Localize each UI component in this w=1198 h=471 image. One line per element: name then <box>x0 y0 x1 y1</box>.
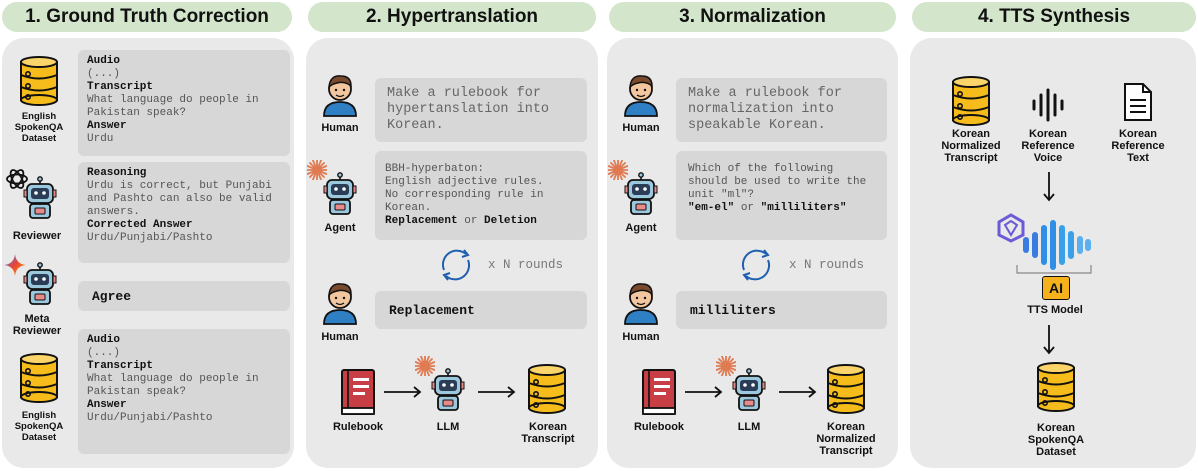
rulebook-icon <box>341 369 375 415</box>
meta-reviewer-robot-icon <box>23 262 57 305</box>
voice-waveform-icon <box>1032 88 1064 122</box>
human-prompt-box: Make a rulebook for hypertanslation into… <box>375 78 587 142</box>
human-icon <box>624 283 658 325</box>
human-icon <box>624 75 658 117</box>
gemini-logo-icon <box>4 254 26 276</box>
arrow-down-icon <box>1043 325 1055 354</box>
human-label: Human <box>321 331 359 343</box>
llm-label: LLM <box>737 421 761 433</box>
section-4-header: 4. TTS Synthesis <box>912 2 1196 32</box>
rulebook-label: Rulebook <box>633 421 685 433</box>
section-1-header: 1. Ground Truth Correction <box>2 2 292 32</box>
ai-badge-icon: AI <box>1042 276 1070 300</box>
section-3-header: 3. Normalization <box>609 2 896 32</box>
rounds-label: x N rounds <box>488 258 564 272</box>
reviewer-robot-icon <box>23 176 57 219</box>
agent-question-box: Which of the following should be used to… <box>676 151 887 240</box>
agent-label: Agent <box>324 222 356 234</box>
dataset-label: English SpokenQA Dataset <box>14 111 64 144</box>
human-label: Human <box>622 331 660 343</box>
rulebook-icon <box>642 369 676 415</box>
section-2-header: 2. Hypertranslation <box>308 2 596 32</box>
llm-label: LLM <box>436 421 460 433</box>
human-label: Human <box>321 122 359 134</box>
database-icon <box>528 364 566 414</box>
llm-robot-icon <box>732 368 766 411</box>
human-prompt-box: Make a rulebook for normalization into s… <box>676 78 887 142</box>
rulebook-label: Rulebook <box>332 421 384 433</box>
korean-transcript-label: Korean Transcript <box>521 421 575 445</box>
rounds-cycle-icon <box>741 249 771 281</box>
rounds-label: x N rounds <box>789 258 865 272</box>
rounds-cycle-icon <box>441 249 471 281</box>
dataset-label: English SpokenQA Dataset <box>14 410 64 443</box>
arrow-right-icon <box>685 386 722 398</box>
korean-spokenqa-dataset-label: Korean SpokenQA Dataset <box>1027 422 1085 458</box>
korean-reference-text-label: Korean Reference Text <box>1111 128 1165 164</box>
reviewer-reasoning-box: Reasoning Urdu is correct, but Punjabi a… <box>78 162 290 263</box>
database-icon <box>20 56 58 106</box>
human-reply-box: milliliters <box>676 291 887 329</box>
human-label: Human <box>622 122 660 134</box>
qwen-logo-icon <box>997 213 1025 243</box>
database-icon <box>1037 362 1075 412</box>
korean-reference-voice-label: Korean Reference Voice <box>1021 128 1075 164</box>
arrow-right-icon <box>779 386 816 398</box>
database-icon <box>952 76 990 126</box>
human-icon <box>323 283 357 325</box>
tts-model-label: TTS Model <box>1027 304 1083 316</box>
database-icon <box>827 364 865 414</box>
qa-sample-original: Audio (...) Transcript What language do … <box>78 50 290 156</box>
agent-question-box: BBH-hyperbaton: English adjective rules.… <box>375 151 587 240</box>
agent-label: Agent <box>625 222 657 234</box>
arrow-down-icon <box>1043 172 1055 201</box>
llm-robot-icon <box>431 368 465 411</box>
agent-robot-icon <box>624 172 658 215</box>
human-icon <box>323 75 357 117</box>
database-icon <box>20 353 58 403</box>
human-reply-box: Replacement <box>375 291 587 329</box>
korean-normalized-transcript-label: Korean Normalized Transcript <box>816 421 876 457</box>
arrow-right-icon <box>384 386 421 398</box>
document-icon <box>1124 83 1152 121</box>
meta-reviewer-decision: Agree <box>78 281 290 311</box>
qa-sample-corrected: Audio (...) Transcript What language do … <box>78 329 290 454</box>
agent-robot-icon <box>323 172 357 215</box>
korean-normalized-transcript-label: Korean Normalized Transcript <box>941 128 1001 164</box>
arrow-right-icon <box>478 386 515 398</box>
reviewer-label: Reviewer <box>12 230 62 242</box>
meta-reviewer-label: Meta Reviewer <box>12 313 62 337</box>
openai-logo-icon <box>6 169 28 189</box>
tts-waveform-icon <box>1016 220 1092 274</box>
